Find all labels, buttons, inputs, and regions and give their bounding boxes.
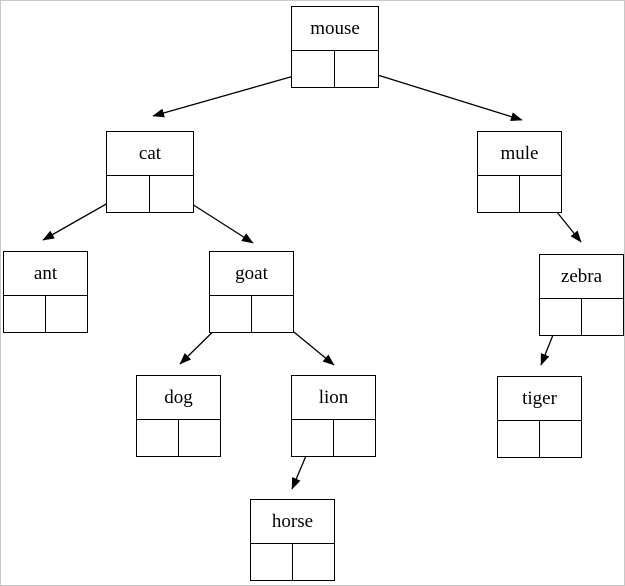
node-label-goat: goat <box>210 252 293 296</box>
node-pointers-zebra <box>540 299 623 335</box>
node-label-mouse: mouse <box>292 7 378 51</box>
right-pointer-cell-lion[interactable] <box>334 420 376 456</box>
left-pointer-cell-mule[interactable] <box>478 176 520 212</box>
node-pointers-mule <box>478 176 561 212</box>
left-pointer-cell-tiger[interactable] <box>498 421 540 457</box>
node-pointers-ant <box>4 296 87 332</box>
left-pointer-cell-goat[interactable] <box>210 296 252 332</box>
right-pointer-cell-mule[interactable] <box>520 176 562 212</box>
right-pointer-cell-zebra[interactable] <box>582 299 624 335</box>
right-pointer-cell-cat[interactable] <box>150 176 193 212</box>
node-label-dog: dog <box>137 376 220 420</box>
node-lion[interactable]: lion <box>291 375 376 457</box>
right-pointer-cell-mouse[interactable] <box>335 51 378 87</box>
left-pointer-cell-ant[interactable] <box>4 296 46 332</box>
node-pointers-goat <box>210 296 293 332</box>
node-label-lion: lion <box>292 376 375 420</box>
left-pointer-cell-dog[interactable] <box>137 420 179 456</box>
node-pointers-mouse <box>292 51 378 87</box>
node-pointers-lion <box>292 420 375 456</box>
node-dog[interactable]: dog <box>136 375 221 457</box>
node-label-tiger: tiger <box>498 377 581 421</box>
node-label-mule: mule <box>478 132 561 176</box>
left-pointer-cell-mouse[interactable] <box>292 51 335 87</box>
node-mouse[interactable]: mouse <box>291 6 379 88</box>
right-pointer-cell-tiger[interactable] <box>540 421 582 457</box>
right-pointer-cell-dog[interactable] <box>179 420 221 456</box>
node-pointers-cat <box>107 176 193 212</box>
node-label-ant: ant <box>4 252 87 296</box>
left-pointer-cell-horse[interactable] <box>251 544 293 580</box>
node-label-zebra: zebra <box>540 255 623 299</box>
node-cat[interactable]: cat <box>106 131 194 213</box>
left-pointer-cell-lion[interactable] <box>292 420 334 456</box>
left-pointer-cell-cat[interactable] <box>107 176 150 212</box>
node-label-horse: horse <box>251 500 334 544</box>
node-ant[interactable]: ant <box>3 251 88 333</box>
left-pointer-cell-zebra[interactable] <box>540 299 582 335</box>
right-pointer-cell-ant[interactable] <box>46 296 88 332</box>
node-zebra[interactable]: zebra <box>539 254 624 336</box>
node-pointers-tiger <box>498 421 581 457</box>
node-tiger[interactable]: tiger <box>497 376 582 458</box>
node-mule[interactable]: mule <box>477 131 562 213</box>
node-horse[interactable]: horse <box>250 499 335 581</box>
node-pointers-dog <box>137 420 220 456</box>
edge-mouse-right-mule <box>354 67 523 122</box>
right-pointer-cell-goat[interactable] <box>252 296 294 332</box>
node-pointers-horse <box>251 544 334 580</box>
node-label-cat: cat <box>107 132 193 176</box>
node-goat[interactable]: goat <box>209 251 294 333</box>
right-pointer-cell-horse[interactable] <box>293 544 335 580</box>
